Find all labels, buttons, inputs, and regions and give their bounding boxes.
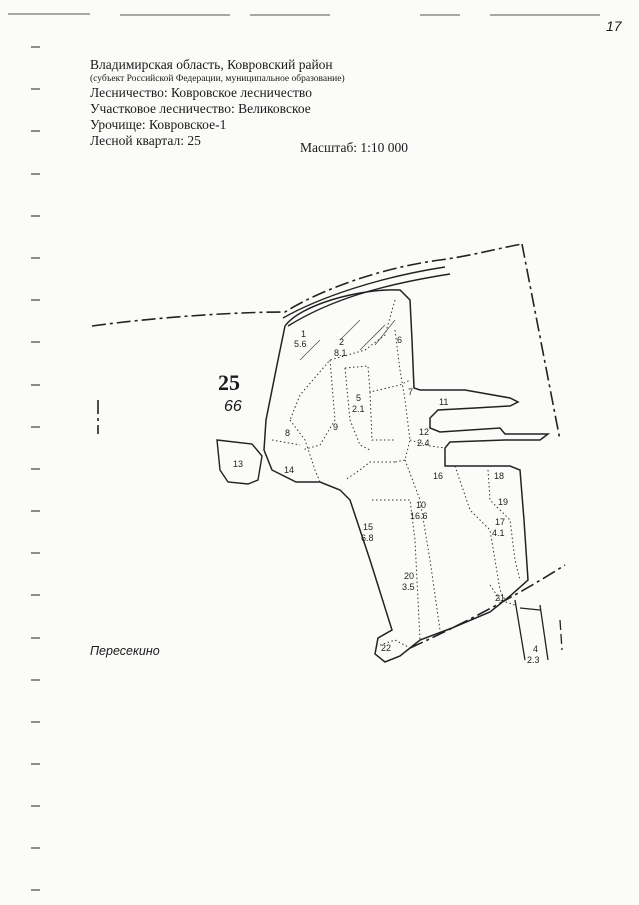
- plot-label-13: 13: [233, 459, 243, 469]
- plot-area-4: 2.3: [527, 655, 540, 665]
- scan-top-edge: [8, 13, 600, 16]
- plot-label-21: 21: [495, 593, 505, 603]
- plot-label-7: 7: [408, 387, 413, 397]
- plot-13-boundary: [216, 439, 263, 485]
- plot-label-18: 18: [494, 471, 504, 481]
- plot-label-15: 15: [363, 522, 373, 532]
- outer-boundary: [91, 243, 566, 649]
- page-number: 17: [606, 18, 622, 34]
- plot-label-17: 17: [495, 517, 505, 527]
- plot-labels: 1 5.6 2 8.1 6 7 5 2.1 11 8 9 12 2.4 13 1…: [233, 329, 540, 665]
- plot-label-10: 10: [416, 500, 426, 510]
- plot-area-12: 2.4: [417, 438, 430, 448]
- header-tract: Урочище: Ковровское-1: [90, 117, 227, 132]
- place-name: Пересекино: [90, 644, 160, 658]
- plot-label-8: 8: [285, 428, 290, 438]
- plot-label-22: 22: [381, 643, 391, 653]
- plot-label-12: 12: [419, 427, 429, 437]
- plot-label-16: 16: [433, 471, 443, 481]
- header-region: Владимирская область, Ковровский район: [90, 57, 333, 72]
- quarter-boundary: [263, 289, 551, 663]
- plot-boundaries: [271, 299, 521, 649]
- plot-area-10: 16.6: [410, 511, 428, 521]
- quarter-number: 25: [218, 370, 240, 395]
- map-scale: Масштаб: 1:10 000: [300, 140, 409, 155]
- right-dash-stub: [559, 619, 563, 651]
- quarter-area: 66: [224, 398, 242, 415]
- plot-hatching: [299, 319, 396, 361]
- header-region-caption: (субъект Российской Федерации, муниципал…: [90, 74, 345, 84]
- plot-label-1: 1: [301, 329, 306, 339]
- plot-label-2: 2: [339, 337, 344, 347]
- plot-label-4: 4: [533, 644, 538, 654]
- plot-area-2: 8.1: [334, 348, 347, 358]
- plot-area-1: 5.6: [294, 339, 307, 349]
- scan-left-ticks: [31, 46, 40, 891]
- header-block: Владимирская область, Ковровский район (…: [90, 57, 345, 149]
- plot-area-5: 2.1: [352, 404, 365, 414]
- plot-label-11: 11: [439, 397, 448, 407]
- plot-area-17: 4.1: [492, 528, 505, 538]
- plot-label-5: 5: [356, 393, 361, 403]
- plot-4-strip: [514, 599, 549, 661]
- plot-label-9: 9: [333, 422, 338, 432]
- plot-label-20: 20: [404, 571, 414, 581]
- plot-label-19: 19: [498, 497, 508, 507]
- plot-label-14: 14: [284, 465, 294, 475]
- header-quarter: Лесной квартал: 25: [90, 133, 201, 148]
- header-district-forestry: Участковое лесничество: Великовское: [90, 101, 311, 116]
- plot-label-6: 6: [397, 335, 402, 345]
- header-forestry: Лесничество: Ковровское лесничество: [90, 85, 312, 100]
- plot-area-15: 6.8: [361, 533, 374, 543]
- road-top: [282, 266, 451, 327]
- plot-area-20: 3.5: [402, 582, 415, 592]
